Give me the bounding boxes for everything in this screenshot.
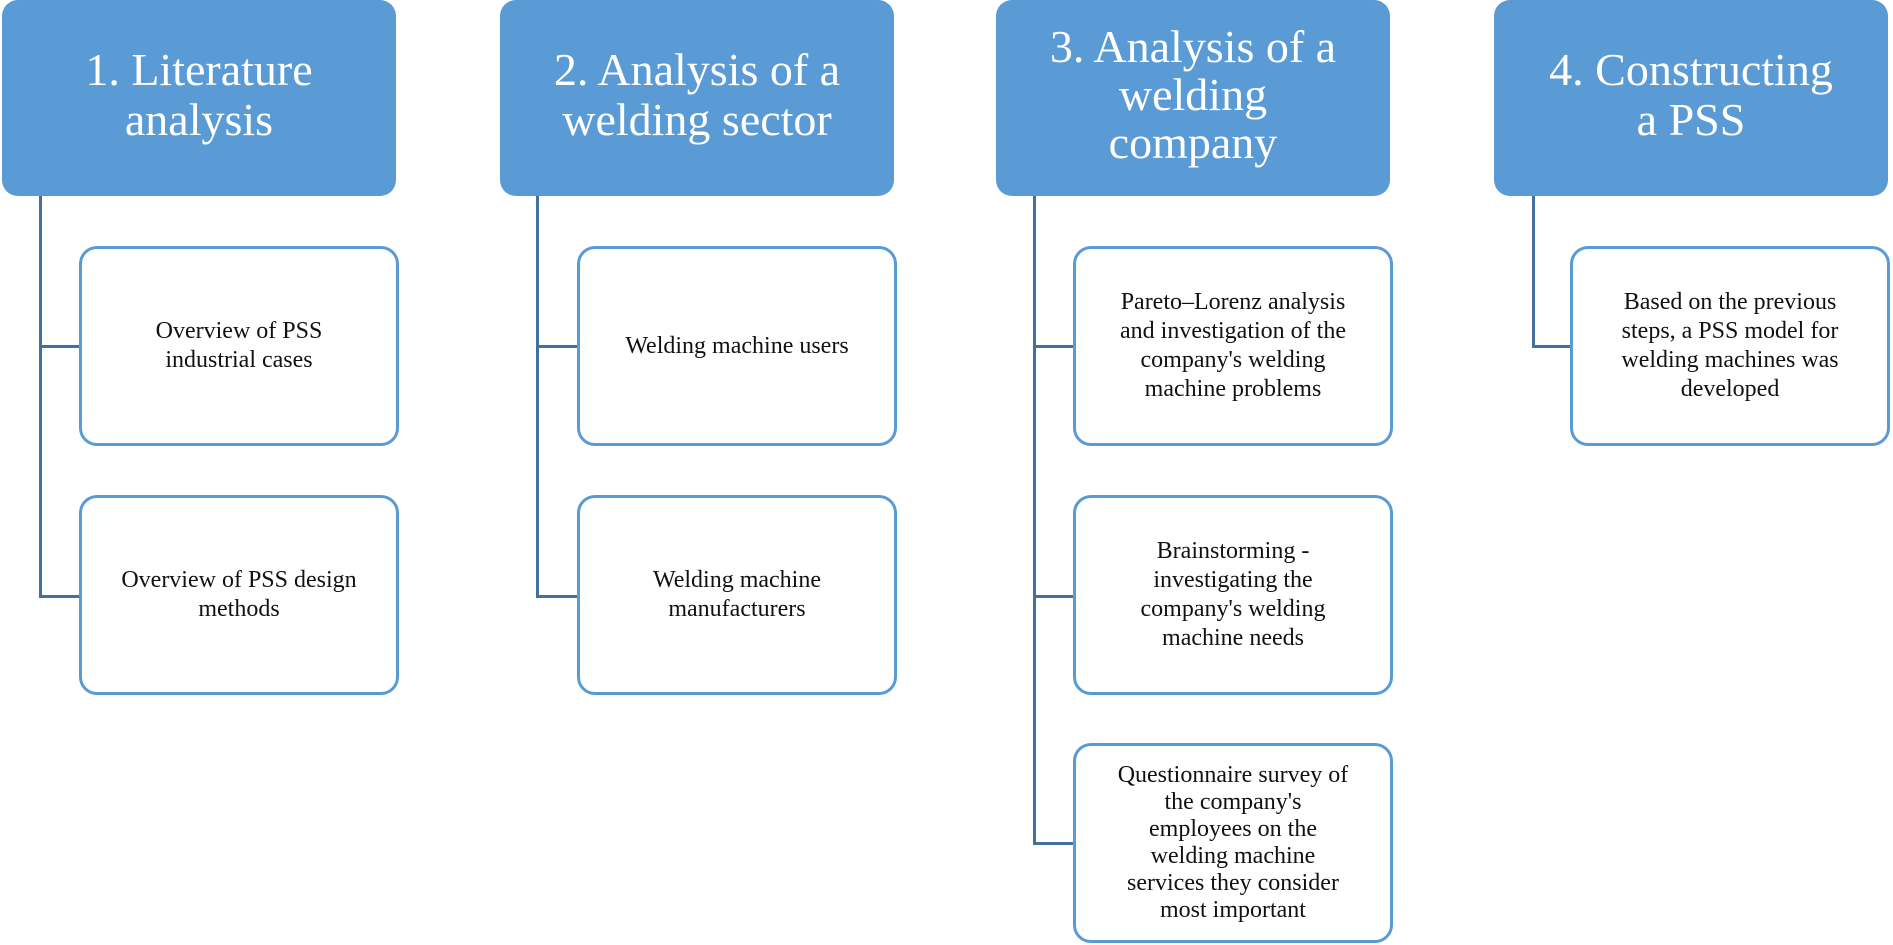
sub-step-line: Overview of PSS design (121, 567, 357, 593)
sub-step-line: Based on the previous (1623, 289, 1837, 315)
sub-step-line: employees on the (1149, 816, 1317, 842)
sub-step-line: company's welding (1140, 596, 1326, 622)
sub-step-line: Questionnaire survey of (1117, 762, 1349, 788)
sub-step-line: most important (1159, 897, 1306, 923)
sub-step-line: machine problems (1144, 376, 1322, 402)
sub-step-box: Welding machine manufacturers (577, 495, 897, 695)
sub-step-line: industrial cases (165, 347, 313, 373)
connector-vertical (536, 196, 539, 598)
connector-horizontal (536, 595, 579, 598)
connector-horizontal (1033, 842, 1075, 845)
sub-step-line: Welding machine users (625, 332, 849, 359)
header-line: welding sector (562, 94, 832, 145)
sub-step-line: and investigation of the (1120, 318, 1346, 344)
connector-horizontal (536, 345, 579, 348)
sub-step-line: the company's (1164, 789, 1302, 815)
sub-step-line: machine needs (1162, 625, 1304, 651)
sub-step-line: company's welding (1140, 347, 1326, 373)
sub-step-box: Pareto–Lorenz analysis and investigation… (1073, 246, 1393, 446)
sub-step-line: investigating the (1153, 567, 1313, 593)
step-header-2: 2. Analysis of a welding sector (500, 0, 894, 196)
sub-step-line: Pareto–Lorenz analysis (1120, 289, 1346, 315)
connector-horizontal (39, 595, 81, 598)
connector-horizontal (1532, 345, 1572, 348)
step-header-4: 4. Constructing a PSS (1494, 0, 1888, 196)
sub-step-box: Questionnaire survey of the company's em… (1073, 743, 1393, 943)
sub-step-line: manufacturers (668, 596, 806, 622)
sub-step-line: welding machine (1150, 843, 1316, 869)
sub-step-line: services they consider (1127, 870, 1339, 896)
header-line: company (1108, 117, 1278, 168)
sub-step-line: Overview of PSS (155, 318, 323, 344)
header-line: 1. Literature (85, 44, 313, 95)
sub-step-box: Welding machine users (577, 246, 897, 446)
connector-vertical (1532, 196, 1535, 348)
sub-step-line: steps, a PSS model for (1621, 318, 1839, 344)
header-line: analysis (124, 94, 274, 145)
sub-step-box: Brainstorming - investigating the compan… (1073, 495, 1393, 695)
connector-vertical (1033, 196, 1036, 845)
connector-horizontal (1033, 345, 1075, 348)
step-header-3: 3. Analysis of a welding company (996, 0, 1390, 196)
sub-step-line: Welding machine (652, 567, 821, 593)
sub-step-box: Overview of PSS industrial cases (79, 246, 399, 446)
sub-step-box: Based on the previous steps, a PSS model… (1570, 246, 1890, 446)
sub-step-line: methods (198, 596, 280, 622)
step-header-1: 1. Literature analysis (2, 0, 396, 196)
sub-step-line: Brainstorming - (1156, 538, 1310, 564)
header-line: a PSS (1636, 94, 1746, 145)
header-line: welding (1118, 69, 1268, 120)
header-line: 3. Analysis of a (1049, 21, 1337, 72)
sub-step-line: developed (1680, 376, 1780, 402)
header-line: 2. Analysis of a (553, 44, 841, 95)
connector-horizontal (1033, 595, 1075, 598)
connector-horizontal (39, 345, 81, 348)
sub-step-line: welding machines was (1621, 347, 1839, 373)
header-line: 4. Constructing (1549, 44, 1833, 95)
sub-step-box: Overview of PSS design methods (79, 495, 399, 695)
connector-vertical (39, 196, 42, 598)
